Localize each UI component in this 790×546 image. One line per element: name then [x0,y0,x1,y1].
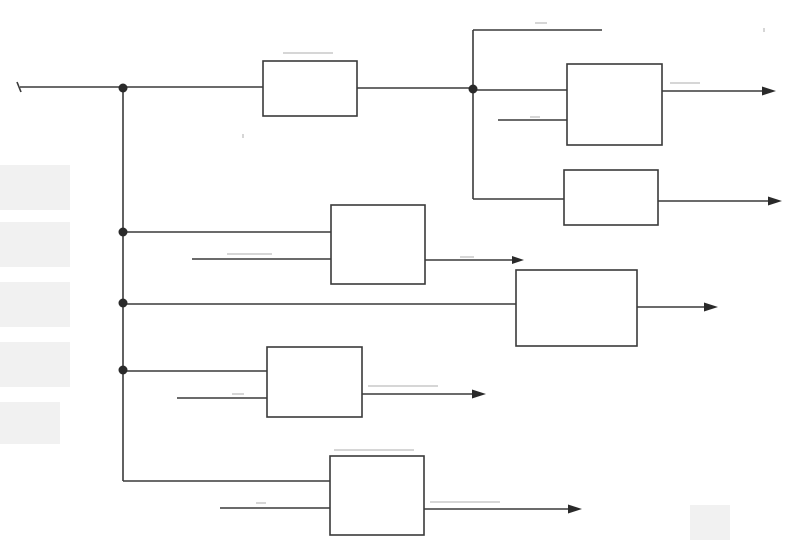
junction-node-right-bus [468,84,478,94]
junction-node-branch-2 [118,227,128,237]
output-arrow-1 [762,86,776,96]
output-arrow-5 [472,389,486,399]
block-branch-2 [330,204,426,285]
output-arrow-4 [704,302,718,312]
junction-node-branch-4 [118,365,128,375]
output-arrow-3 [512,256,524,264]
block-branch-4 [266,346,363,418]
block-upper-right [566,63,663,146]
block-branch-3 [515,269,638,347]
block-branch-5 [329,455,425,536]
block-top [262,60,358,117]
output-arrow-6 [568,504,582,514]
scan-artifacts [0,165,730,540]
junction-node-branch-3 [118,298,128,308]
junction-node-input [118,83,128,93]
input-tick [16,81,22,93]
output-arrow-2 [768,196,782,206]
block-right-middle [563,169,659,226]
